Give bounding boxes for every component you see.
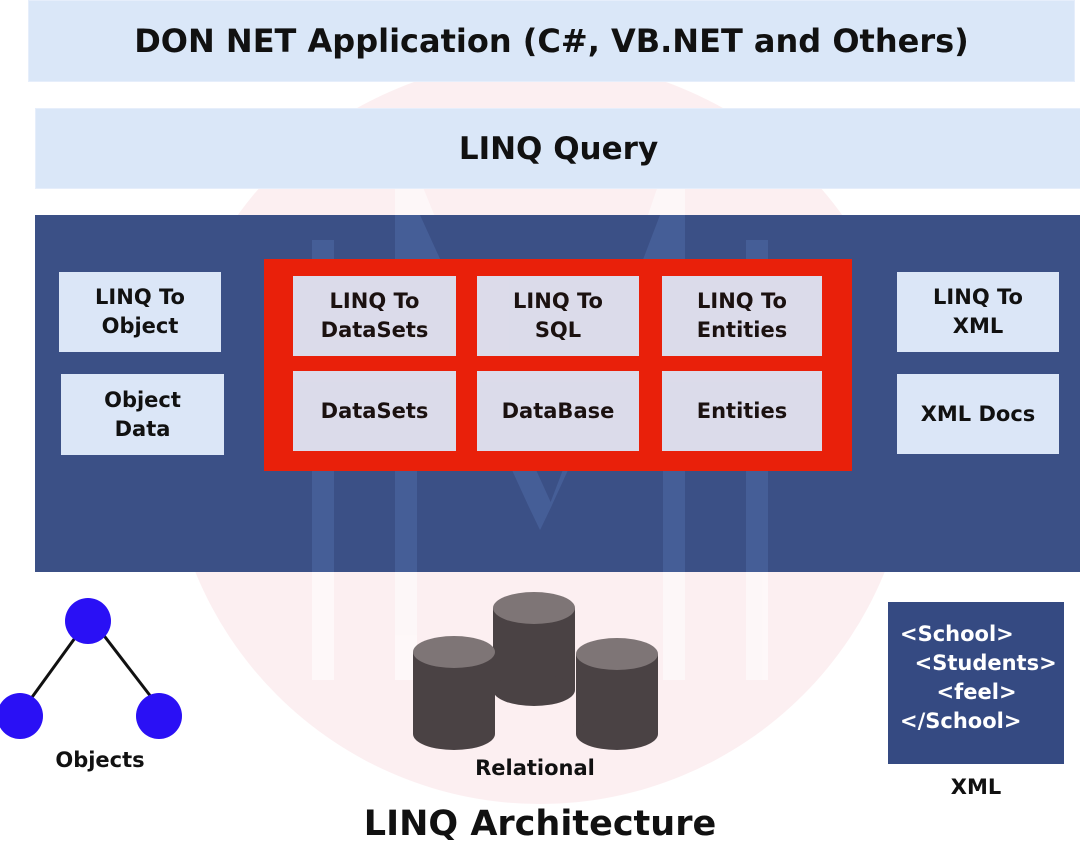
linq-query-layer: LINQ Query [35,108,1080,189]
objects-label: Objects [55,748,145,772]
linq-to-datasets-label: LINQ To DataSets [320,289,429,342]
object-node [65,598,111,644]
database-cylinder [576,638,658,750]
xml-docs-label: XML Docs [920,401,1036,426]
entities-label: Entities [696,398,788,423]
xml-document-icon: <School> <Students> <feel> </School> [888,602,1064,764]
xml-line: <Students> [900,651,1057,675]
xml-line: <School> [900,622,1014,646]
linq-to-sql-box: LINQ To SQL [477,276,639,356]
linq-to-object-box: LINQ To Object [59,272,221,352]
relational-label: Relational [475,756,595,780]
entities-box: Entities [662,371,822,451]
linq-to-xml-label: LINQ To XML [933,285,1023,338]
xml-label: XML [950,775,1002,799]
datasets-box: DataSets [293,371,456,451]
object-data-label: Object Data [104,387,181,441]
object-node [136,693,182,739]
object-graph-icon [0,598,182,739]
linq-to-sql-label: LINQ To SQL [513,289,603,342]
linq-to-datasets-box: LINQ To DataSets [293,276,456,356]
xml-line: </School> [900,709,1022,733]
linq-to-entities-box: LINQ To Entities [662,276,822,356]
datasets-label: DataSets [320,398,429,423]
xml-docs-box: XML Docs [897,374,1059,454]
diagram-title: LINQ Architecture [363,804,717,844]
database-cylinder [493,592,575,706]
database-label: DataBase [501,398,615,423]
database-box: DataBase [477,371,639,451]
xml-line: <feel> [900,680,1017,704]
linq-to-xml-box: LINQ To XML [897,272,1059,352]
database-cylinder [413,636,495,750]
database-cylinders-icon [413,592,658,750]
application-layer-title: DON NET Application (C#, VB.NET and Othe… [134,22,969,60]
linq-query-label: LINQ Query [458,130,659,167]
linq-to-entities-label: LINQ To Entities [696,289,788,342]
application-layer: DON NET Application (C#, VB.NET and Othe… [28,0,1075,82]
object-data-box: Object Data [61,374,224,455]
linq-to-object-label: LINQ To Object [95,285,185,338]
object-node [0,693,43,739]
